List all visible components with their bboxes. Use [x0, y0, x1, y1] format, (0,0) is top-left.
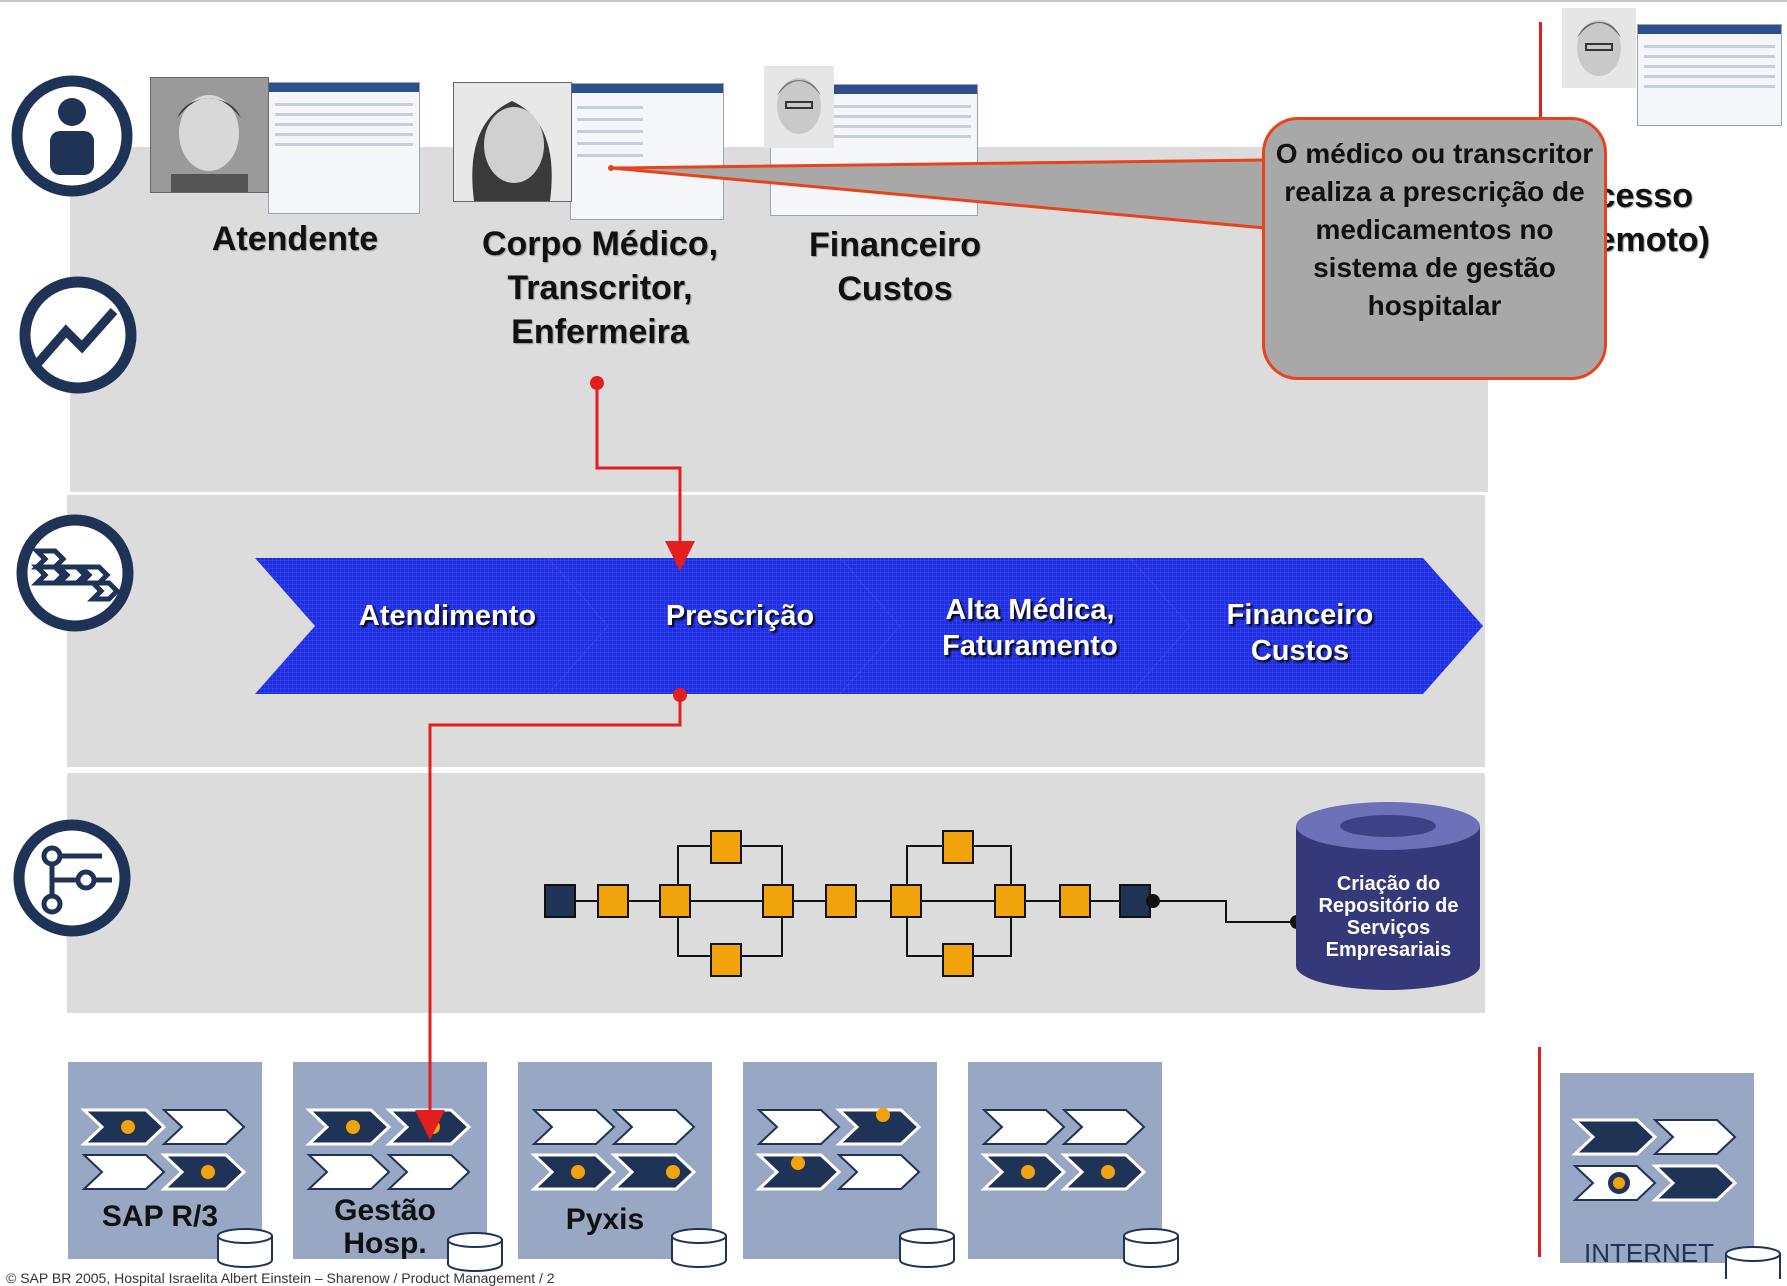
service-node [994, 884, 1026, 918]
remote-divider-bottom [1538, 1047, 1541, 1257]
acesso-screen [1637, 24, 1782, 126]
system-gestao-hosp-label: Gestão Hosp. [334, 1194, 436, 1260]
corpo-medico-screen [570, 83, 724, 220]
system-sap-r3-label: SAP R/3 [101, 1200, 219, 1233]
financeiro-photo [764, 66, 834, 148]
process-chain-icon [16, 514, 134, 632]
step-prescricao-label: Prescrição [665, 600, 815, 632]
footer-copyright: © SAP BR 2005, Hospital Israelita Albert… [6, 1270, 555, 1286]
atendente-photo [150, 77, 269, 193]
chevron-prescricao [548, 558, 900, 694]
service-node [710, 830, 742, 864]
step-alta-medica-label: Alta Médica, Faturamento [942, 594, 1118, 662]
service-node [942, 830, 974, 864]
trend-chart-icon [19, 276, 137, 394]
step-financeiro-label: Financeiro Custos [1226, 599, 1374, 667]
role-financeiro-label: Financeiro Custos [809, 226, 981, 308]
service-node [890, 884, 922, 918]
acesso-photo [1562, 8, 1636, 88]
service-node [942, 943, 974, 977]
chevron-financeiro [1130, 558, 1483, 694]
database-icon [1296, 802, 1480, 990]
callout-text: O médico ou transcritor realiza a prescr… [1275, 138, 1594, 321]
service-node [1059, 884, 1091, 918]
service-node [659, 884, 691, 918]
service-node [710, 943, 742, 977]
atendente-screen [268, 82, 420, 214]
corpo-medico-photo [453, 82, 572, 202]
internet-label: INTERNET [1584, 1238, 1714, 1268]
chevron-atendimento [255, 558, 608, 694]
step-atendimento-label: Atendimento [358, 600, 537, 632]
service-node [597, 884, 629, 918]
repository-label: Criação do Repositório de Serviços Empre… [1318, 873, 1459, 961]
system-pyxis-label: Pyxis [565, 1203, 645, 1236]
user-icon [11, 75, 133, 197]
service-node [762, 884, 794, 918]
role-corpo-medico-label: Corpo Médico, Transcritor, Enfermeira [481, 225, 719, 351]
callout-box [1262, 117, 1607, 380]
service-node [825, 884, 857, 918]
role-atendente-label: Atendente [211, 220, 379, 258]
top-rule [0, 0, 1787, 2]
chevron-alta-medica [840, 558, 1190, 694]
workflow-icon [13, 819, 131, 937]
remote-divider-top [1539, 22, 1542, 117]
service-node-start [544, 884, 576, 918]
